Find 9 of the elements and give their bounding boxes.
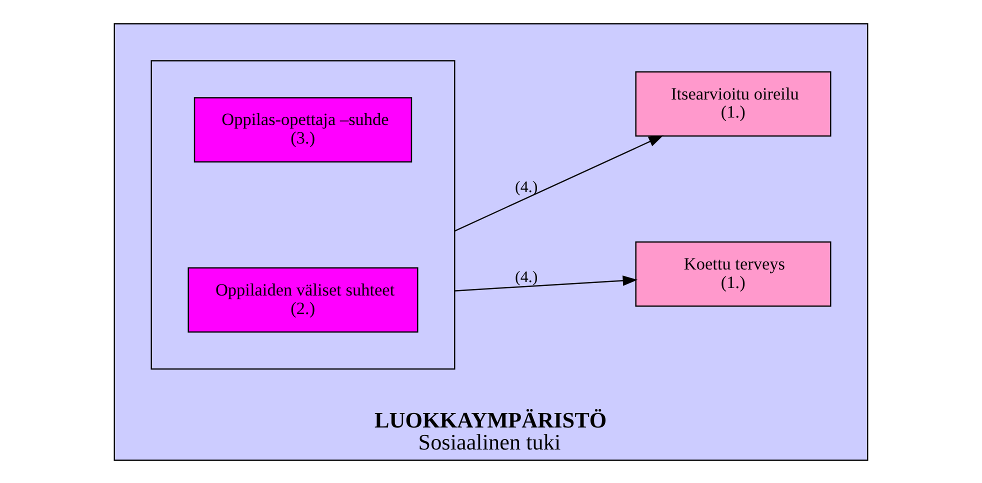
node-box: Koettu terveys (1.) — [635, 240, 832, 306]
arrow — [454, 134, 664, 232]
cluster — [150, 60, 456, 370]
edge-label: (4.) — [515, 268, 538, 286]
node-box: Oppilaiden väliset suhteet (2.) — [188, 266, 418, 332]
node-box: Oppilas-opettaja –suhde (3.) — [194, 96, 412, 162]
edge-label: (4.) — [515, 178, 538, 196]
node-box: Itsearvioitu oireilu (1.) — [635, 70, 832, 136]
arrow — [454, 274, 638, 291]
